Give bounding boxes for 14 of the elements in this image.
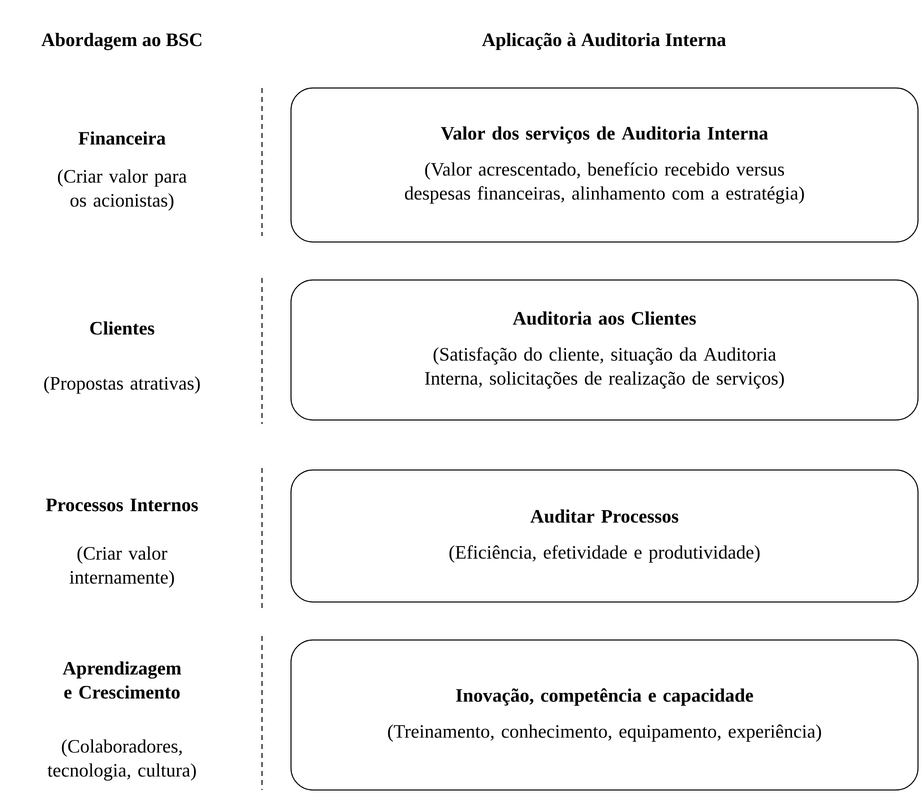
perspective-description: (Criar valor para os acionistas) — [58, 169, 187, 211]
perspective-heading: Clientes — [90, 321, 154, 335]
column-heading: Abordagem ao BSC — [41, 32, 202, 50]
rounded-box: Auditoria aos Clientes (Satisfação do cliente, situação da Auditoria Interna, solicitações de realização de serviços) — [290, 280, 918, 420]
rounded-box: Valor dos serviços de Auditoria Interna (Valor acrescentado, benefício recebido versus despesas financeiras, alinhamento com a estratégia) — [290, 88, 918, 242]
perspective-heading: Aprendizagem e Crescimento — [62, 661, 182, 699]
perspective-description: (Colaboradores, tecnologia, cultura) — [48, 739, 196, 781]
column-heading: Aplicação à Auditoria Interna — [482, 32, 726, 50]
rounded-box: Inovação, competência e capacidade (Treinamento, conhecimento, equipamento, experiência) — [290, 640, 918, 790]
rounded-box: Auditar Processos (Eficiência, efetividade e produtividade) — [290, 470, 918, 602]
perspective-description: (Propostas atrativas) — [44, 376, 200, 394]
perspective-description: (Criar valor internamente) — [70, 546, 174, 588]
perspective-heading: Processos Internos — [46, 498, 198, 512]
perspective-heading: Financeira — [78, 131, 166, 145]
